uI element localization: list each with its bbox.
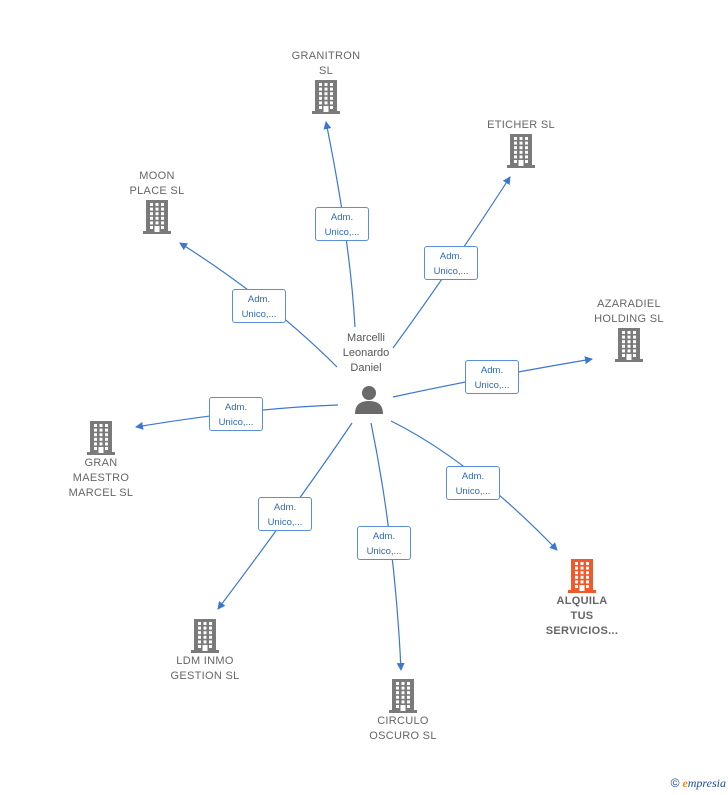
company-node-moon[interactable]: MOON PLACE SL <box>119 169 195 235</box>
company-label: ALQUILA TUS SERVICIOS... <box>545 595 619 637</box>
company-node-gran-maestro[interactable]: GRAN MAESTRO MARCEL SL <box>58 420 144 501</box>
relation-role: Adm. <box>480 365 504 376</box>
company-label: GRAN MAESTRO MARCEL SL <box>68 457 134 499</box>
building-icon <box>389 679 417 713</box>
company-label: ETICHER SL <box>487 119 555 131</box>
relation-role: Adm. <box>461 471 485 482</box>
relation-label-moon[interactable]: Adm. Unico,... <box>232 289 286 323</box>
relation-role-detail: Unico,... <box>455 486 491 497</box>
relation-role: Adm. <box>224 402 248 413</box>
relation-role-detail: Unico,... <box>241 309 277 320</box>
company-node-alquila[interactable]: ALQUILA TUS SERVICIOS... <box>534 558 630 639</box>
company-label: CIRCULO OSCURO SL <box>369 715 437 742</box>
person-name: Marcelli Leonardo Daniel <box>342 332 390 374</box>
company-label: AZARADIEL HOLDING SL <box>594 298 664 325</box>
building-icon <box>87 421 115 455</box>
company-node-ldm[interactable]: LDM INMO GESTION SL <box>160 618 250 684</box>
company-node-azaradiel[interactable]: AZARADIEL HOLDING SL <box>584 297 674 363</box>
person-icon[interactable] <box>353 384 385 416</box>
relation-role-detail: Unico,... <box>324 227 360 238</box>
building-icon <box>568 559 596 593</box>
building-icon <box>507 134 535 168</box>
building-icon <box>191 619 219 653</box>
relation-role-detail: Unico,... <box>433 266 469 277</box>
relation-label-alquila[interactable]: Adm. Unico,... <box>446 466 500 500</box>
relation-label-ldm[interactable]: Adm. Unico,... <box>258 497 312 531</box>
relation-role: Adm. <box>372 531 396 542</box>
relation-label-gran-maestro[interactable]: Adm. Unico,... <box>209 397 263 431</box>
brand-name: mpresia <box>687 776 726 790</box>
company-label: GRANITRON SL <box>291 50 361 77</box>
relation-role-detail: Unico,... <box>218 417 254 428</box>
relation-role-detail: Unico,... <box>474 380 510 391</box>
building-icon <box>312 80 340 114</box>
copyright-icon: © <box>670 776 680 790</box>
relation-label-granitron[interactable]: Adm. Unico,... <box>315 207 369 241</box>
company-node-circulo[interactable]: CIRCULO OSCURO SL <box>358 678 448 744</box>
relation-role-detail: Unico,... <box>366 546 402 557</box>
company-node-granitron[interactable]: GRANITRON SL <box>288 49 364 115</box>
relation-label-circulo[interactable]: Adm. Unico,... <box>357 526 411 560</box>
building-icon <box>143 200 171 234</box>
company-label: MOON PLACE SL <box>129 170 185 197</box>
brand-initial: e <box>682 776 688 790</box>
brand-watermark: ©empresia <box>671 776 726 791</box>
relation-role-detail: Unico,... <box>267 517 303 528</box>
building-icon <box>615 328 643 362</box>
relation-role: Adm. <box>273 502 297 513</box>
relation-label-azaradiel[interactable]: Adm. Unico,... <box>465 360 519 394</box>
relation-role: Adm. <box>247 294 271 305</box>
company-label: LDM INMO GESTION SL <box>170 655 240 682</box>
company-node-eticher[interactable]: ETICHER SL <box>478 118 564 169</box>
relation-role: Adm. <box>330 212 354 223</box>
relation-label-eticher[interactable]: Adm. Unico,... <box>424 246 478 280</box>
relation-role: Adm. <box>439 251 463 262</box>
